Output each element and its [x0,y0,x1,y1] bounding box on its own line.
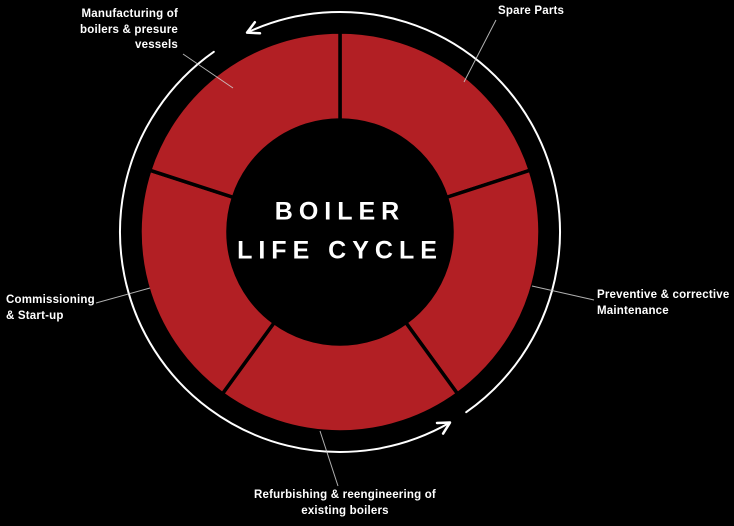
segment-commissioning-startup [138,167,277,397]
leader-line-manufacturing [182,53,234,89]
leader-line-refurbishing [319,430,339,487]
segment-label-spare-parts: Spare Parts [498,5,565,17]
diagram-title: BOILER LIFE CYCLE [237,192,443,270]
segment-label-refurbishing: Refurbishing & reengineering of existing… [254,489,436,517]
segment-label-manufacturing: Manufacturing of boilers & presure vesse… [80,8,178,52]
cycle-arrow-arc-1 [246,11,561,414]
segment-preventive-corrective-maintenance [403,167,542,397]
segment-label-preventive-maintenance: Preventive & corrective Maintenance [597,289,730,317]
segment-label-commissioning: Commissioning & Start-up [6,294,95,322]
leader-line-preventive [531,285,595,301]
leader-line-spare-parts [463,19,497,83]
segment-manufacturing [147,30,342,200]
cycle-arrowhead-1 [245,20,262,35]
cycle-arrow-arc-2 [119,50,451,453]
title-line-2: LIFE CYCLE [237,236,443,264]
leader-line-commissioning [95,287,151,304]
cycle-arrowhead-2 [435,421,452,435]
segment-refurbishing-reengineering [219,320,461,434]
segment-spare-parts [338,30,533,200]
title-line-1: BOILER [274,197,406,226]
